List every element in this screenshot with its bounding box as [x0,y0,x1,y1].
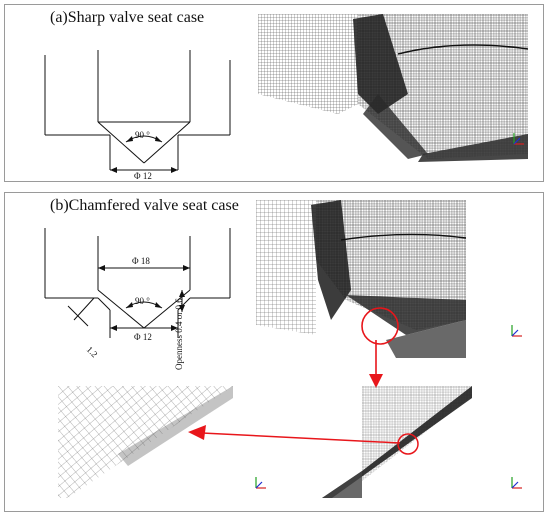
panel-a-title: (a)Sharp valve seat case [50,9,205,26]
detail-mesh-left [58,386,233,498]
axis-triad-icon [511,325,522,337]
sharp-diameter-label: Φ 12 [134,171,152,180]
axis-triad-icon [513,133,524,145]
axis-triad-icon [511,477,522,489]
zoom-arrow-icon [188,425,401,444]
top-diameter-label: Φ 18 [132,256,150,266]
chamfer-angle-label: 90 ° [135,296,150,306]
panel-b-title: (b)Chamfered valve seat case [50,197,239,214]
zoom-circle-icon [397,433,419,455]
zoom-circle-icon [361,307,399,345]
opening-label: Openness 0.4 or 0.6 [174,298,184,370]
zoom-arrow-icon [369,340,383,388]
sharp-seat-schematic: 90 ° Φ 12 [44,50,231,180]
detail-mesh-right [322,386,472,498]
bottom-diameter-label: Φ 12 [134,332,152,342]
chamfered-seat-schematic: Φ 18 90 ° Φ 12 1.2 Openness 0.4 or 0.6 [44,228,231,370]
chamfer-length-label: 1.2 [85,344,100,359]
axis-triad-icon [255,477,266,489]
sharp-seat-mesh [258,14,528,162]
sharp-angle-label: 90 ° [135,130,150,140]
chamfered-seat-mesh [256,200,466,358]
